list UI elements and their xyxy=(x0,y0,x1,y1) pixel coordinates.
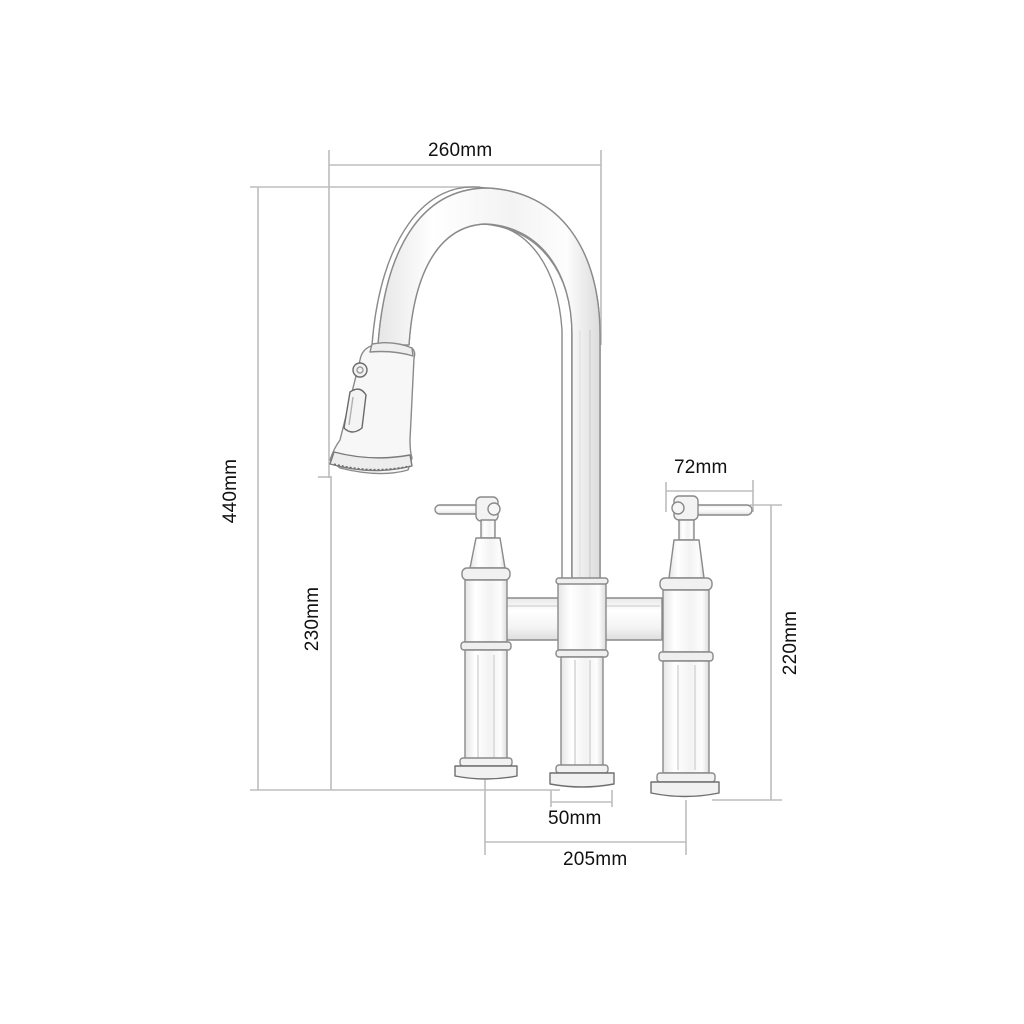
dimension-handle-length: 72mm xyxy=(674,457,728,478)
dimension-handle-height: 220mm xyxy=(780,610,801,676)
sprayer-head xyxy=(329,341,416,475)
dimension-overall-height: 440mm xyxy=(220,458,241,524)
right-handle-assembly xyxy=(650,495,753,798)
dimension-spout-clearance: 230mm xyxy=(302,586,323,652)
left-handle-assembly xyxy=(434,496,518,780)
faucet-illustration xyxy=(329,186,753,798)
dimension-center-spacing: 205mm xyxy=(563,849,628,870)
dimension-base-diameter: 50mm xyxy=(548,808,602,829)
dimension-lines xyxy=(250,150,782,855)
center-pillar xyxy=(549,577,615,788)
gooseneck-spout xyxy=(371,186,601,601)
dimension-overall-width: 260mm xyxy=(428,140,493,161)
